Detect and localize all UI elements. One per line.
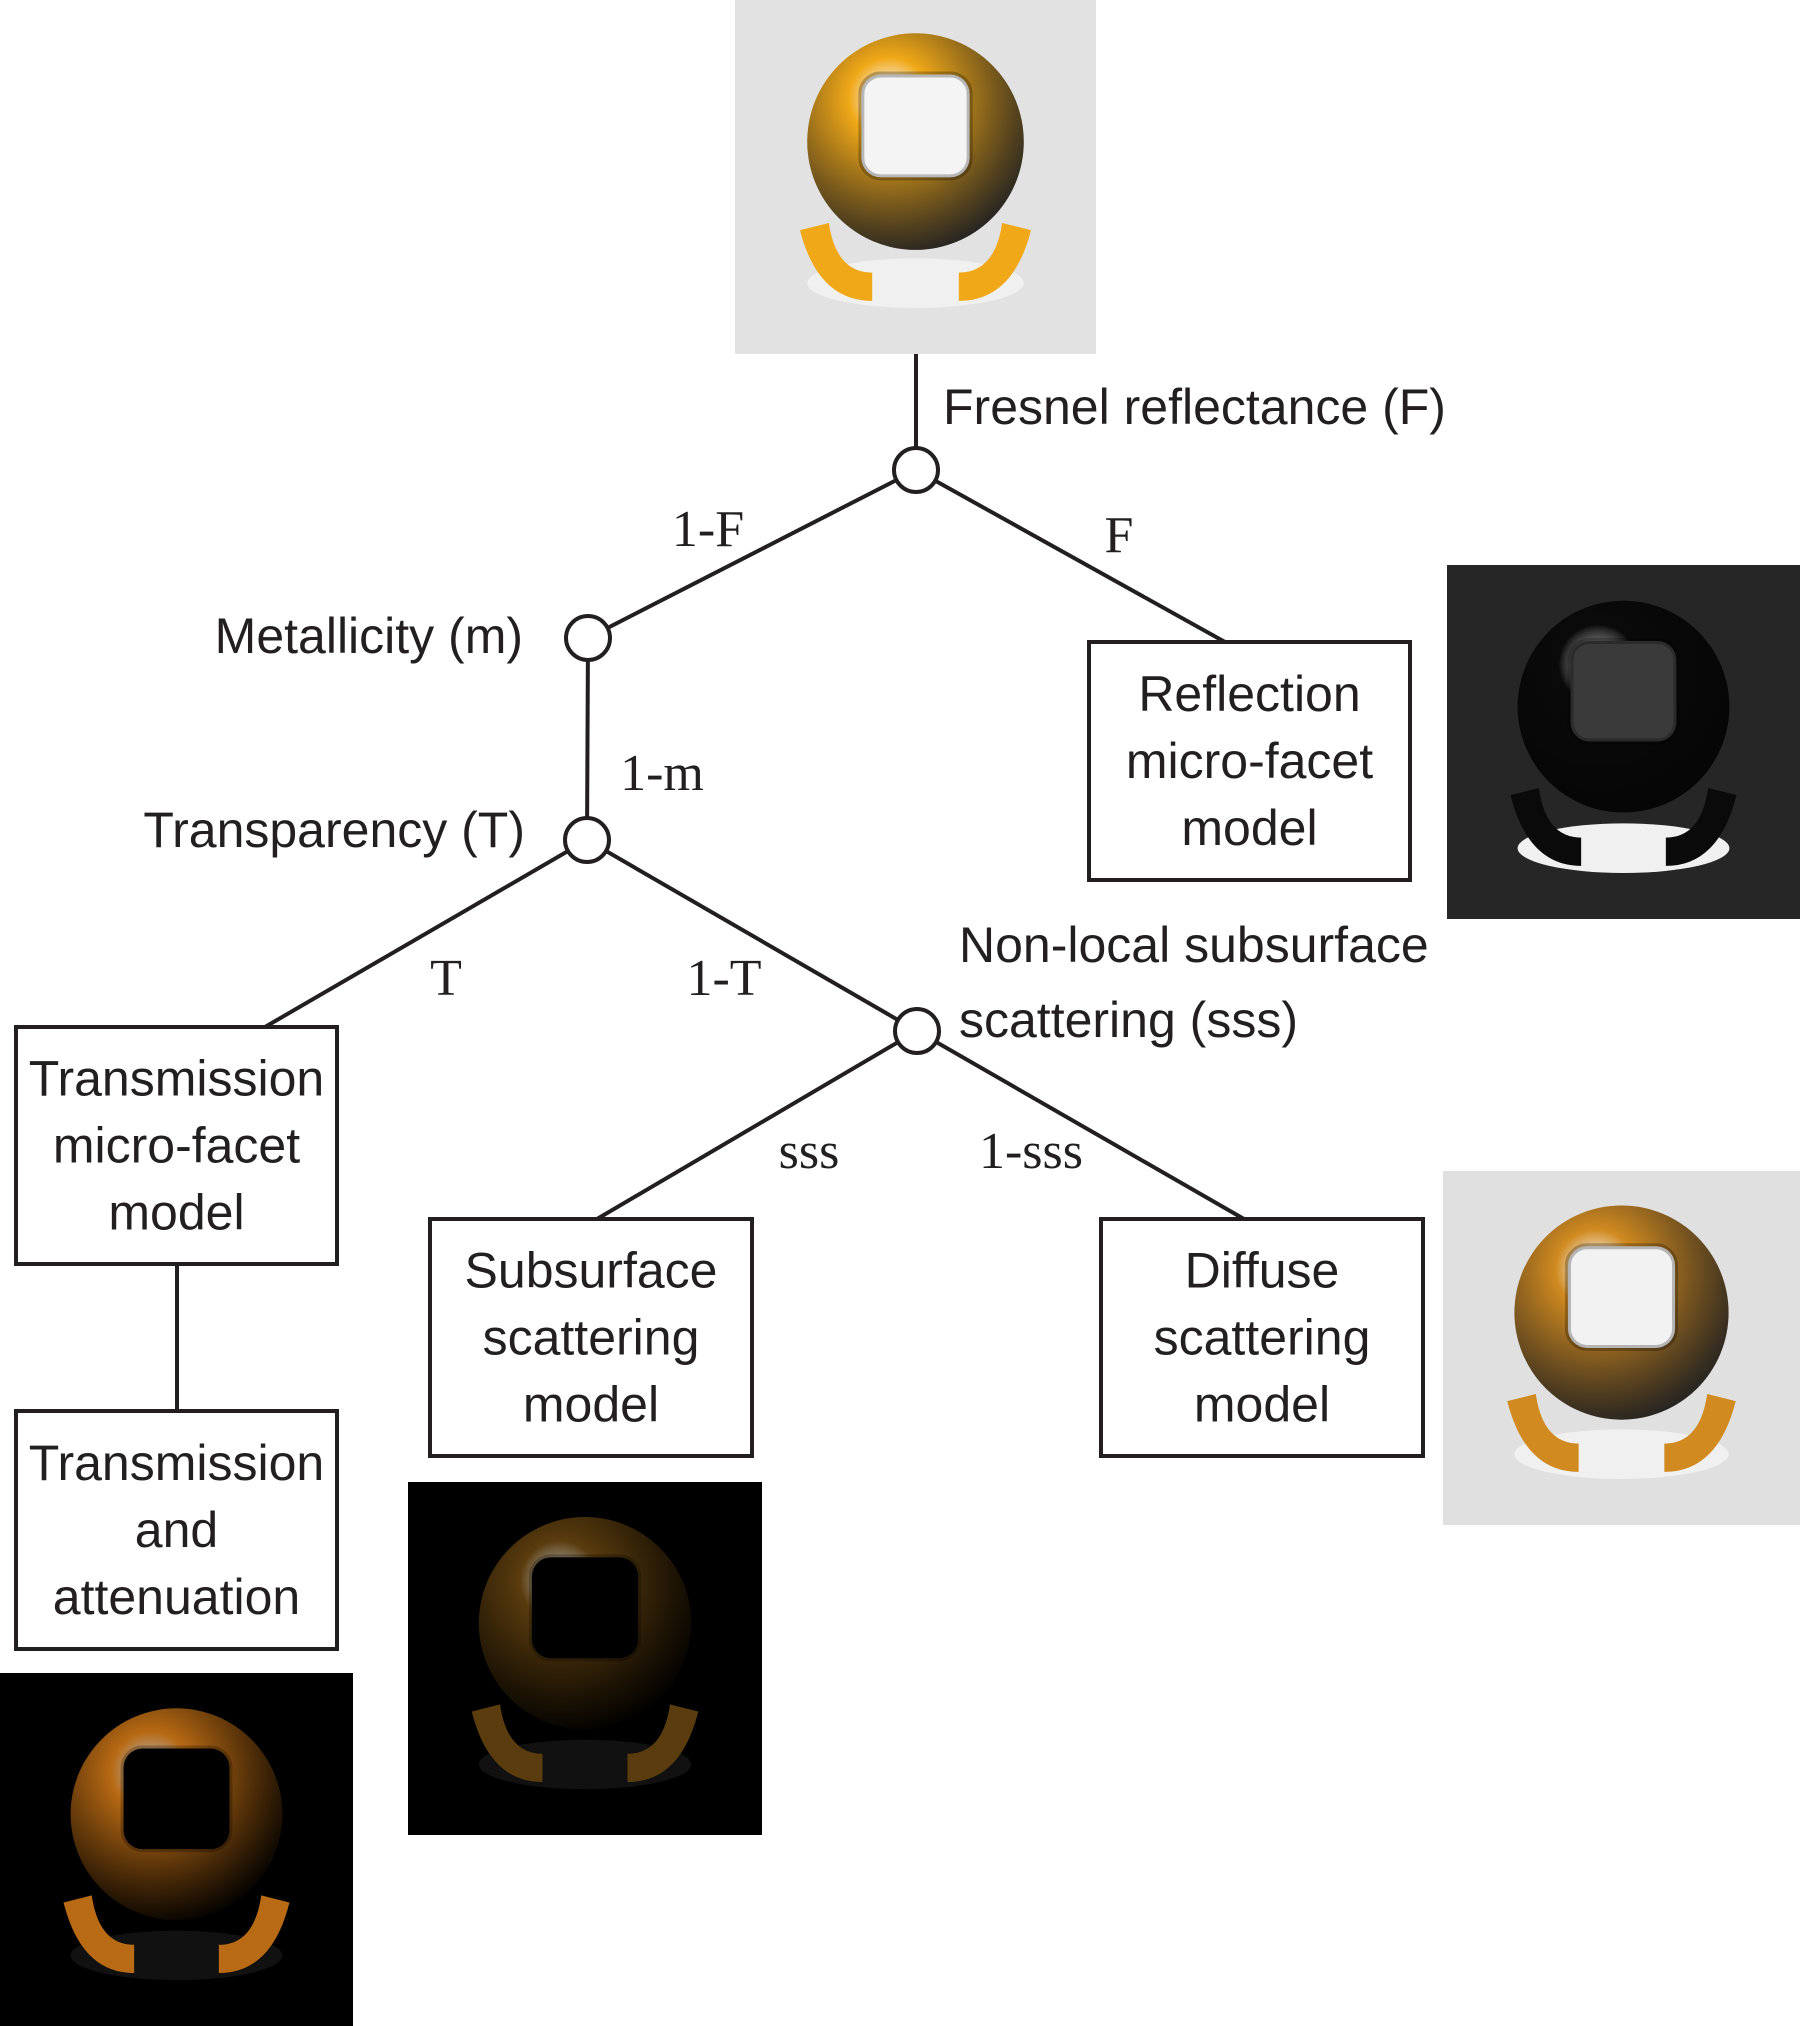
box-text-line: Transmission: [29, 1051, 324, 1107]
box-text-line: Reflection: [1138, 666, 1360, 722]
render-sphere-opening: [120, 1745, 233, 1853]
render-subsurface: [408, 1482, 762, 1835]
box-transmission-microfacet: Transmission micro-facet model: [14, 1025, 339, 1266]
node-transparency: [563, 816, 611, 864]
render-stand-left: [471, 1704, 543, 1783]
edge-sss: [595, 1029, 919, 1221]
box-subsurface-scattering: Subsurface scattering model: [428, 1217, 754, 1458]
render-stand-right: [1665, 788, 1737, 866]
edge-label-1-t: 1-T: [686, 950, 761, 1007]
render-diffuse: [1443, 1171, 1800, 1525]
box-text-line: model: [1181, 800, 1317, 856]
edges: [175, 354, 1245, 1411]
box-text-line: and: [135, 1502, 218, 1558]
render-stand-left: [799, 223, 873, 301]
box-frame: [14, 1409, 339, 1651]
box-diffuse-scattering: Diffuse scattering model: [1099, 1217, 1425, 1458]
edge-f: [915, 468, 1226, 644]
box-text-line: attenuation: [53, 1569, 300, 1625]
edge-1-f: [587, 468, 917, 640]
box-text-line: Transmission: [29, 1435, 324, 1491]
render-sphere-opening: [1567, 637, 1680, 745]
box-frame: [14, 1025, 339, 1266]
edge-1-m: [585, 637, 590, 841]
box-frame: [1087, 640, 1412, 882]
render-stand-right: [958, 223, 1032, 301]
edge-label-1-m: 1-m: [620, 745, 704, 802]
edge-label-1-sss: 1-sss: [979, 1123, 1083, 1180]
label-transparency: Transparency (T): [143, 802, 525, 858]
label-nonlocal-1: Non-local subsurface: [959, 917, 1429, 973]
render-stand-right: [627, 1704, 699, 1783]
box-text-line: model: [523, 1377, 659, 1433]
node-nonlocal-sss: [893, 1007, 941, 1055]
box-frame: [1099, 1217, 1425, 1458]
edge-label-t: T: [430, 950, 462, 1007]
box-transmission-attenuation: Transmission and attenuation: [14, 1409, 339, 1651]
box-frame: [428, 1217, 754, 1458]
box-text-line: micro-facet: [53, 1118, 300, 1174]
render-stand-right: [218, 1895, 290, 1974]
render-stand-left: [1510, 788, 1582, 866]
render-combined: [735, 0, 1096, 354]
box-reflection-microfacet: Reflection micro-facet model: [1087, 640, 1412, 882]
edge-t: [263, 838, 589, 1029]
box-text-line: model: [1194, 1377, 1330, 1433]
node-fresnel: [892, 446, 940, 494]
box-text-line: scattering: [1154, 1310, 1371, 1366]
render-sphere-opening: [528, 1554, 642, 1662]
edge-label-1-f: 1-F: [672, 501, 744, 558]
render-transmission: [0, 1673, 353, 2026]
box-text-line: Diffuse: [1185, 1243, 1340, 1299]
render-stand-left: [63, 1895, 135, 1974]
edge-1-t: [585, 838, 919, 1033]
edge-1-sss: [916, 1029, 1245, 1221]
edge-label-f: F: [1105, 507, 1134, 564]
label-fresnel: Fresnel reflectance (F): [943, 379, 1446, 435]
render-stand-right: [1664, 1394, 1736, 1472]
box-text-line: Subsurface: [465, 1243, 718, 1299]
render-reflection: [1447, 565, 1800, 919]
edge-label-sss: sss: [779, 1123, 840, 1180]
label-nonlocal-2: scattering (sss): [959, 992, 1298, 1048]
box-text-line: micro-facet: [1126, 733, 1373, 789]
node-metallicity: [564, 614, 612, 662]
box-text-line: model: [108, 1185, 244, 1241]
render-sphere-opening: [858, 71, 973, 181]
label-metallicity: Metallicity (m): [215, 608, 523, 664]
render-stand-left: [1507, 1394, 1579, 1472]
render-sphere-opening: [1564, 1243, 1679, 1351]
box-text-line: scattering: [483, 1310, 700, 1366]
